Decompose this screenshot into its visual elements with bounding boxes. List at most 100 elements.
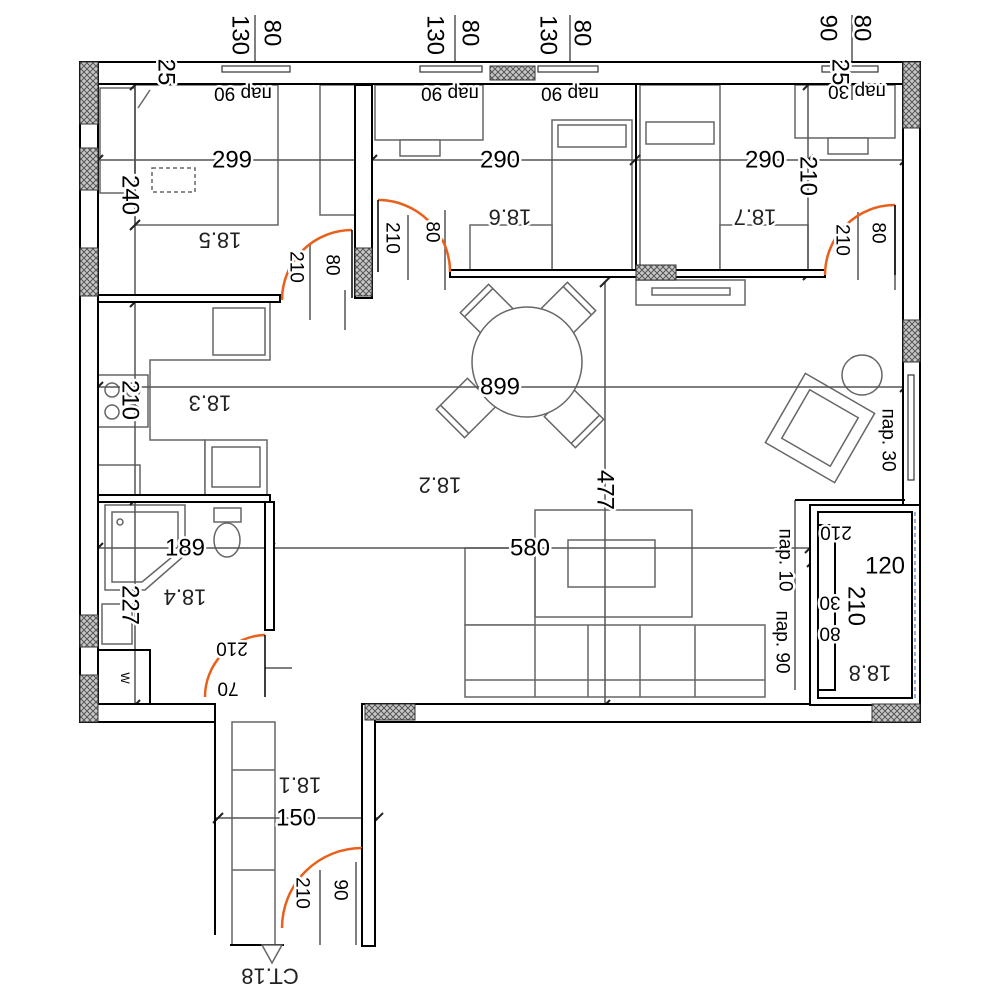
stove	[97, 374, 149, 428]
side-window-sill: пар. 30	[878, 408, 899, 471]
tv	[651, 287, 731, 296]
columns	[79, 61, 921, 723]
window-2-width: 80	[457, 20, 484, 47]
balcony-labels: пар. 10 пар. 90 210 210 30 80	[769, 519, 872, 676]
sofa	[464, 547, 766, 698]
wall-18-3-18-4	[97, 494, 271, 503]
balcony-door-frame	[818, 524, 836, 691]
bed-18-6	[551, 119, 633, 271]
wardrobe-18-6	[469, 224, 553, 271]
room-18-4: 18.4	[164, 585, 207, 610]
wall-wc	[98, 649, 151, 704]
stair-label: CT.18	[241, 964, 298, 989]
window-3-width: 80	[569, 20, 596, 47]
column-hatch	[79, 674, 99, 723]
column-hatch	[902, 319, 921, 363]
armchair	[764, 372, 876, 484]
room-18-5: 18.5	[199, 228, 242, 253]
wardrobe-18-5	[319, 84, 356, 216]
wall-bathroom-right	[264, 501, 275, 631]
wall-bottom-right	[364, 703, 921, 723]
balcony-sill-b: пар. 90	[772, 610, 793, 673]
window-2-height: 130	[422, 15, 449, 55]
door-18-4-width: 70	[217, 678, 238, 699]
dim-mid-height: 477	[592, 470, 619, 510]
door-18-7-width: 80	[868, 222, 889, 243]
column-hatch	[79, 614, 99, 648]
window-3	[537, 65, 599, 73]
furniture	[97, 84, 896, 946]
door-labels: 210 80 210 80 210 80 210 70 210 90	[214, 219, 891, 911]
column-hatch	[902, 61, 921, 129]
room-18-7: 18.7	[734, 205, 777, 230]
floor-lamp	[841, 354, 883, 396]
dim-top-c: 290	[745, 147, 785, 174]
door-18-6-height: 210	[382, 222, 403, 254]
coffee-table	[567, 539, 656, 588]
desk-18-6	[374, 84, 484, 141]
pillow-18-6	[557, 124, 627, 148]
door-18-4-arc	[203, 633, 266, 698]
wall-thickness-right: 25	[827, 59, 854, 86]
wardrobe-corridor-divisions	[232, 769, 275, 871]
dim-top-b: 290	[480, 147, 520, 174]
rug-living	[534, 509, 693, 618]
dining-table	[471, 306, 583, 418]
dimension-labels: 25 25 299 290 290 210 240 210 227 899 47…	[114, 56, 908, 834]
entrance-marker	[230, 944, 284, 965]
window-1-height: 130	[227, 15, 254, 55]
door-18-1-width: 90	[330, 879, 351, 900]
dim-mid-width: 899	[480, 374, 520, 401]
wc-mark: W	[118, 672, 132, 684]
kitchen-sink-bowl	[211, 446, 261, 488]
column-hatch	[79, 61, 99, 125]
wall-18-5-right	[354, 84, 373, 299]
room-18-6: 18.6	[489, 205, 532, 230]
room-18-1: 18.1	[279, 773, 322, 798]
door-18-5-width: 80	[322, 254, 343, 275]
dim-low-a: 189	[165, 535, 205, 562]
column-hatch	[871, 703, 921, 723]
window-4-sill: пар 30	[828, 81, 886, 102]
window-1-width: 80	[259, 20, 286, 47]
column-hatch	[635, 264, 677, 281]
column-hatch	[489, 65, 536, 81]
dim-left-c: 227	[117, 585, 144, 625]
desk-18-7	[794, 84, 896, 139]
column-hatch	[364, 703, 416, 721]
dim-top-a: 299	[212, 147, 252, 174]
balcony-width-b: 80	[819, 623, 840, 644]
bed-18-7	[639, 84, 721, 271]
tv-stand	[635, 279, 746, 306]
wall-thickness-left: 25	[153, 59, 180, 86]
dim-18-7-depth: 210	[795, 156, 822, 196]
chair-18-6	[399, 139, 441, 157]
room-18-2: 18.2	[419, 473, 462, 498]
bed-18-5	[134, 84, 279, 226]
window-2-sill: пар 90	[421, 83, 479, 104]
door-18-6-arc	[377, 198, 452, 273]
window-1	[221, 65, 291, 73]
room-labels: 18.5 18.6 18.7 18.3 18.2 18.4 18.1 18.8	[161, 202, 894, 800]
column-hatch	[354, 247, 373, 297]
fridge	[212, 307, 266, 356]
dim-left-b: 210	[117, 380, 144, 420]
window-4-height: 90	[815, 15, 842, 42]
windows	[221, 65, 915, 481]
balcony-height-b: 210	[843, 586, 870, 626]
kitchen-cabinet	[97, 464, 141, 496]
balcony-width-a: 30	[819, 592, 840, 613]
room-18-8: 18.8	[849, 661, 892, 686]
room-18-3: 18.3	[189, 391, 232, 416]
door-18-4-height: 210	[216, 638, 248, 659]
corner-bath-inner	[111, 511, 179, 583]
door-18-1-height: 210	[292, 877, 313, 909]
washbasin	[101, 603, 133, 645]
dim-left-a: 240	[117, 175, 144, 215]
balcony-inner	[817, 511, 913, 699]
toilet-tank	[213, 507, 242, 523]
window-4	[821, 65, 879, 73]
wardrobe-18-7	[719, 224, 809, 271]
dim-low-b: 580	[510, 535, 550, 562]
door-18-6-width: 80	[422, 221, 443, 242]
